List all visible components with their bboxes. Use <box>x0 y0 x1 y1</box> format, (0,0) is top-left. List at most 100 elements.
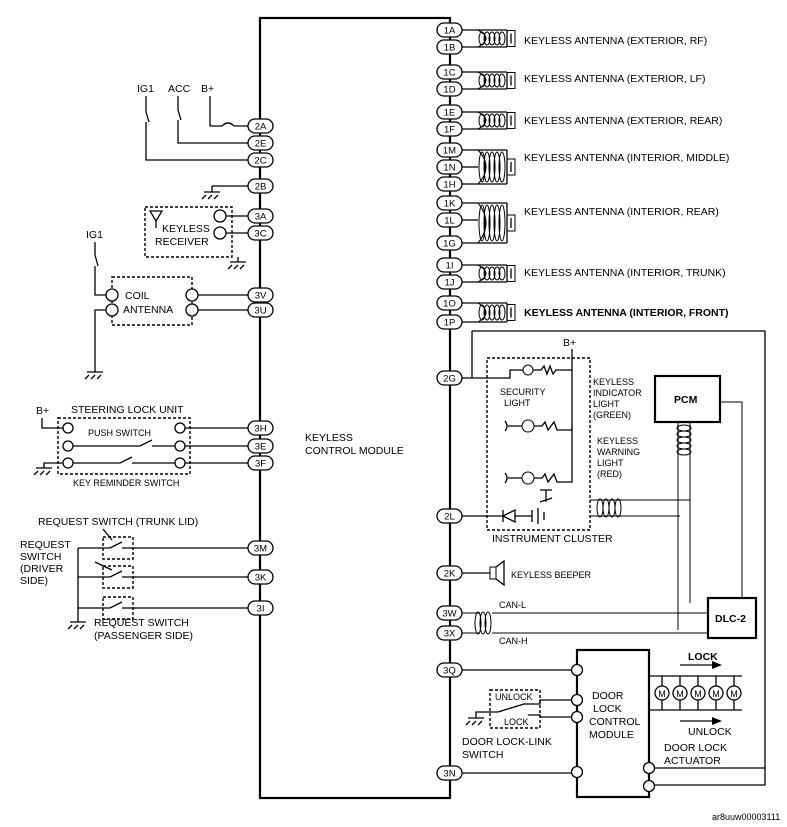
bplus-label-cluster: B+ <box>563 337 576 349</box>
antenna-label-7: KEYLESS ANTENNA (INTERIOR, FRONT) <box>524 307 729 319</box>
ground-2b <box>201 185 248 200</box>
request-driver-line2: SWITCH <box>20 551 61 563</box>
pin-2l: 2L <box>436 508 463 524</box>
lock-arrow-label: LOCK <box>688 651 718 663</box>
warning-line4: (RED) <box>597 469 622 479</box>
pin-1f: 1F <box>436 121 463 137</box>
warning-light <box>534 426 573 484</box>
ground-steering <box>33 462 63 476</box>
antenna-icon <box>148 210 164 228</box>
pcm-box <box>653 374 722 424</box>
pin-2c-label: 2C <box>254 156 266 167</box>
can-twist <box>474 611 492 635</box>
steering-lock-unit: STEERING LOCK UNIT B+ PUSH SWITCH KEY RE… <box>33 404 248 488</box>
pin-3q: 3Q <box>436 662 463 678</box>
acc-fuse <box>177 109 182 121</box>
antenna-1: KEYLESS ANTENNA (EXTERIOR, RF) <box>462 29 707 48</box>
pin-1l-label: 1L <box>444 216 455 227</box>
motor-label-2: M <box>676 689 684 699</box>
can-h-label: CAN-H <box>499 636 528 646</box>
pin-1e-label: 1E <box>444 108 456 119</box>
pin-1p: 1P <box>436 314 463 330</box>
module-name-line2: CONTROL MODULE <box>305 445 404 457</box>
pin-3n: 3N <box>436 765 463 781</box>
antenna-label-2: KEYLESS ANTENNA (EXTERIOR, LF) <box>524 73 705 85</box>
pin-1c-label: 1C <box>443 68 455 79</box>
acc-label: ACC <box>168 83 191 95</box>
antenna-6: KEYLESS ANTENNA (INTERIOR, TRUNK) <box>462 264 726 283</box>
antenna-2: KEYLESS ANTENNA (EXTERIOR, LF) <box>462 71 705 90</box>
pin-3w-label: 3W <box>442 609 456 620</box>
pin-3h: 3H <box>247 420 274 436</box>
motor-label-1: M <box>658 689 666 699</box>
pin-3q-label: 3Q <box>443 666 456 677</box>
indicator-line3: LIGHT <box>593 399 620 409</box>
ig1-fuse <box>145 111 150 123</box>
push-switch-label: PUSH SWITCH <box>88 428 151 438</box>
pin-1g: 1G <box>436 235 463 251</box>
sw-lock-label: LOCK <box>504 717 529 727</box>
pin-1j-label: 1J <box>444 278 454 289</box>
request-passenger-line1: REQUEST SWITCH <box>94 617 189 629</box>
link-switch-line2: SWITCH <box>462 749 503 761</box>
antenna-5: KEYLESS ANTENNA (INTERIOR, REAR) <box>462 202 719 244</box>
request-passenger-line2: (PASSENGER SIDE) <box>94 630 193 642</box>
door-lock-control-module: DOOR LOCK CONTROL MODULE <box>462 648 656 799</box>
pin-3e: 3E <box>247 438 274 454</box>
pin-2g: 2G <box>436 370 463 386</box>
unlock-arrow-label: UNLOCK <box>688 726 732 738</box>
can-bus: CAN-L CAN-H <box>462 600 708 646</box>
ig1-label-top: IG1 <box>137 83 154 95</box>
pin-3x: 3X <box>436 625 463 641</box>
pin-3v: 3V <box>247 287 274 303</box>
pin-2k: 2K <box>436 565 463 581</box>
module-name-line1: KEYLESS <box>305 432 353 444</box>
request-driver-line3: (DRIVER <box>20 563 64 575</box>
right-pin-group: 1A1B1C1D1E1F1M1N1H1K1L1G1I1J1O1P2G2L2K3W… <box>436 22 463 781</box>
antenna-4: KEYLESS ANTENNA (INTERIOR, MIDDLE) <box>462 149 729 185</box>
pin-3k: 3K <box>247 569 274 585</box>
motor-label-4: M <box>712 689 720 699</box>
door-module-line1: DOOR <box>592 690 624 702</box>
security-light <box>533 358 573 376</box>
pin-1g-label: 1G <box>443 239 456 250</box>
indicator-light <box>534 370 573 432</box>
steering-title: STEERING LOCK UNIT <box>71 404 184 416</box>
warning-line2: WARNING <box>597 447 640 457</box>
coil-line2: ANTENNA <box>123 304 173 316</box>
pin-1i-label: 1I <box>446 261 454 272</box>
power-inputs: IG1 ACC B+ <box>137 83 248 200</box>
pin-1b: 1B <box>436 39 463 55</box>
figure-code: ar8uuw00003111 <box>712 812 780 822</box>
door-module-line4: MODULE <box>589 729 634 741</box>
pin-3f-label: 3F <box>255 459 266 470</box>
beeper-label: KEYLESS BEEPER <box>511 570 592 580</box>
pin-2e-label: 2E <box>255 139 267 150</box>
pin-2e: 2E <box>247 135 274 151</box>
pin-1a: 1A <box>436 22 463 38</box>
actuator-motor-1: M <box>654 676 670 710</box>
pin-3u: 3U <box>247 302 274 318</box>
pin-2a: 2A <box>247 118 274 134</box>
actuator-line2: ACTUATOR <box>664 755 721 767</box>
instrument-cluster: INSTRUMENT CLUSTER B+ SECURITY LIGHT KEY… <box>462 337 690 545</box>
ig1-label-coil: IG1 <box>86 229 103 241</box>
pin-1b-label: 1B <box>444 43 456 54</box>
request-driver-line4: SIDE) <box>20 575 48 587</box>
ground-request <box>67 548 86 630</box>
pin-1k: 1K <box>436 195 463 211</box>
pin-3m: 3M <box>247 540 274 556</box>
pin-3v-label: 3V <box>255 291 267 302</box>
security-line2: LIGHT <box>504 398 531 408</box>
keyless-beeper: KEYLESS BEEPER <box>462 559 592 587</box>
ground-coil <box>84 309 106 380</box>
pin-2k-label: 2K <box>444 569 456 580</box>
antenna-3: KEYLESS ANTENNA (EXTERIOR, REAR) <box>462 111 722 130</box>
can-l-label: CAN-L <box>499 600 526 610</box>
indicator-line2: INDICATOR <box>593 388 642 398</box>
security-line1: SECURITY <box>500 387 546 397</box>
pin-1j: 1J <box>436 274 463 290</box>
antenna-label-4: KEYLESS ANTENNA (INTERIOR, MIDDLE) <box>524 152 729 164</box>
